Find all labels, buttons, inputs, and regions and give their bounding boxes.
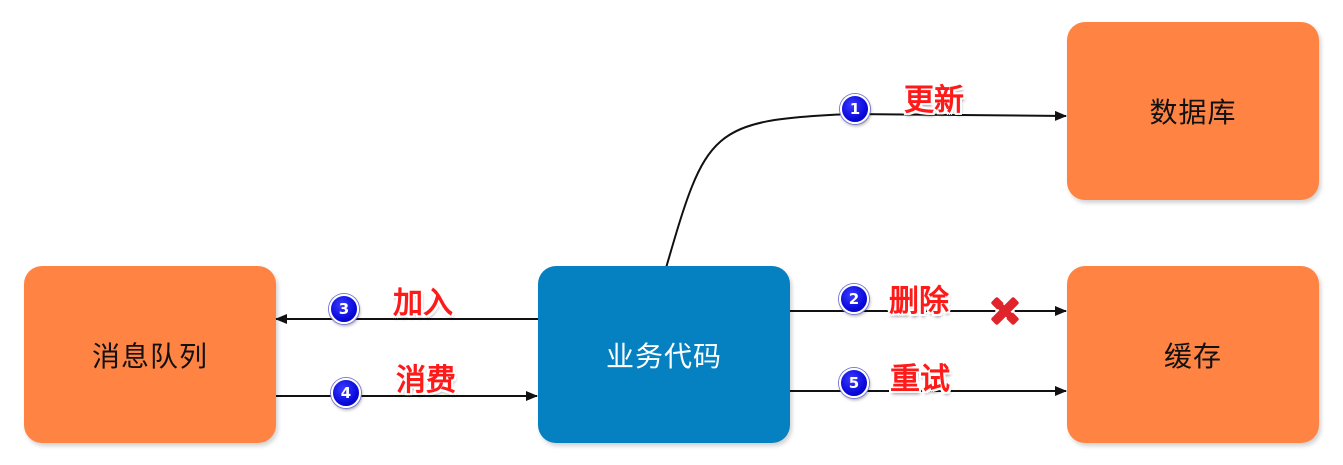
step-5-badge: 5 xyxy=(839,368,869,398)
business-code-label: 业务代码 xyxy=(605,339,722,373)
message-queue-label: 消息队列 xyxy=(91,339,208,373)
step-2-badge: 2 xyxy=(839,284,869,314)
step-5-label: 重试 xyxy=(890,362,950,397)
database-node: 数据库 xyxy=(1067,22,1319,200)
message-queue-node: 消息队列 xyxy=(24,266,276,443)
database-label: 数据库 xyxy=(1149,96,1237,129)
red-x-icon xyxy=(989,295,1021,327)
step-3-label: 加入 xyxy=(393,286,453,321)
cache-label: 缓存 xyxy=(1163,339,1222,373)
step-1-badge: 1 xyxy=(840,94,870,124)
step-4-badge: 4 xyxy=(331,378,361,408)
cache-node: 缓存 xyxy=(1067,266,1319,443)
step-1-label: 更新 xyxy=(904,83,964,118)
edge-update xyxy=(665,110,1067,269)
step-3-badge: 3 xyxy=(329,294,359,324)
business-code-node: 业务代码 xyxy=(538,266,790,443)
step-4-label: 消费 xyxy=(396,363,456,398)
step-2-label: 删除 xyxy=(889,284,949,319)
